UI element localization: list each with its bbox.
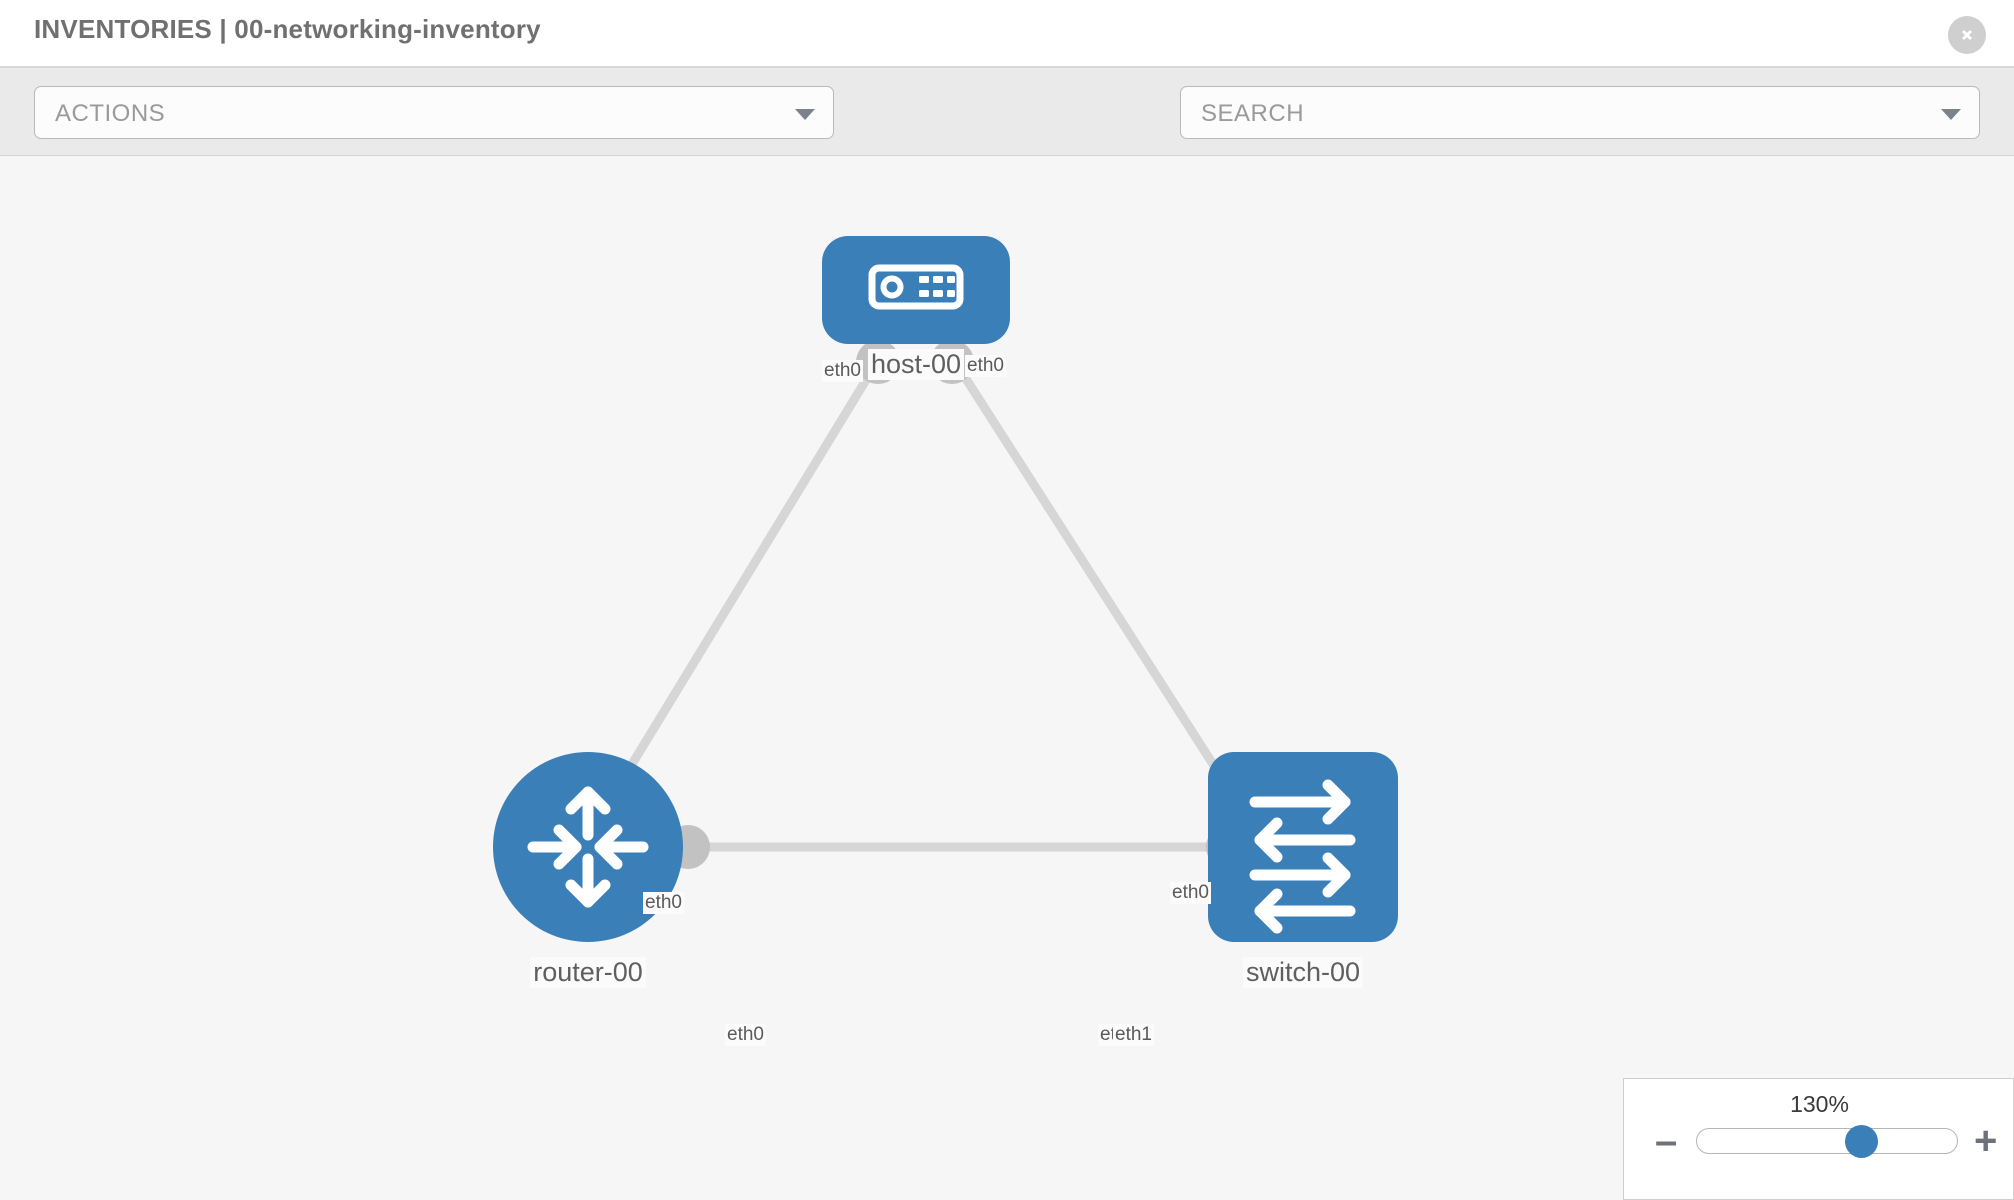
node-label-switch-00: switch-00 [1242, 957, 1364, 988]
zoom-out-button[interactable]: – [1655, 1119, 1678, 1163]
zoom-level-value: 130% [1790, 1091, 1849, 1117]
search-input[interactable]: SEARCH [1180, 86, 1980, 139]
actions-dropdown[interactable]: ACTIONS [34, 86, 834, 139]
zoom-control-panel: 130% – + [1623, 1078, 2014, 1200]
node-host-00[interactable] [822, 236, 1010, 344]
close-button[interactable] [1948, 16, 1986, 54]
page-title: INVENTORIES | 00-networking-inventory [34, 14, 541, 44]
page-header: INVENTORIES | 00-networking-inventory [0, 0, 2014, 68]
iface-label-router-switch: eth0 [725, 1024, 766, 1046]
node-switch-00[interactable] [1208, 752, 1398, 942]
link-host-switch[interactable] [948, 354, 1238, 800]
iface-label-router-host: eth0 [643, 892, 684, 914]
actions-dropdown-label: ACTIONS [55, 100, 166, 127]
node-label-router-00: router-00 [530, 957, 646, 988]
zoom-slider[interactable] [1696, 1125, 1958, 1158]
iface-label-switch-host: eth0 [1170, 882, 1211, 904]
node-label-host-00: host-00 [867, 349, 965, 380]
node-router-00[interactable] [493, 752, 683, 942]
chevron-down-icon [1941, 109, 1961, 120]
iface-label-host-router: eth0 [822, 360, 863, 382]
link-host-router[interactable] [608, 354, 884, 800]
search-placeholder: SEARCH [1201, 100, 1305, 127]
topology-graph [493, 236, 1398, 942]
interface-nubs [666, 340, 1254, 869]
topology-canvas[interactable]: host-00 router-00 switch-00 eth0 eth0 et… [0, 157, 2014, 1200]
iface-label-switch-router: eth1 [1113, 1024, 1154, 1046]
zoom-in-button[interactable]: + [1974, 1119, 1998, 1163]
iface-label-host-switch: eth0 [965, 355, 1006, 377]
zoom-slider-thumb[interactable] [1845, 1125, 1878, 1158]
toolbar: ACTIONS SEARCH [0, 68, 2014, 196]
chevron-down-icon [795, 109, 815, 120]
